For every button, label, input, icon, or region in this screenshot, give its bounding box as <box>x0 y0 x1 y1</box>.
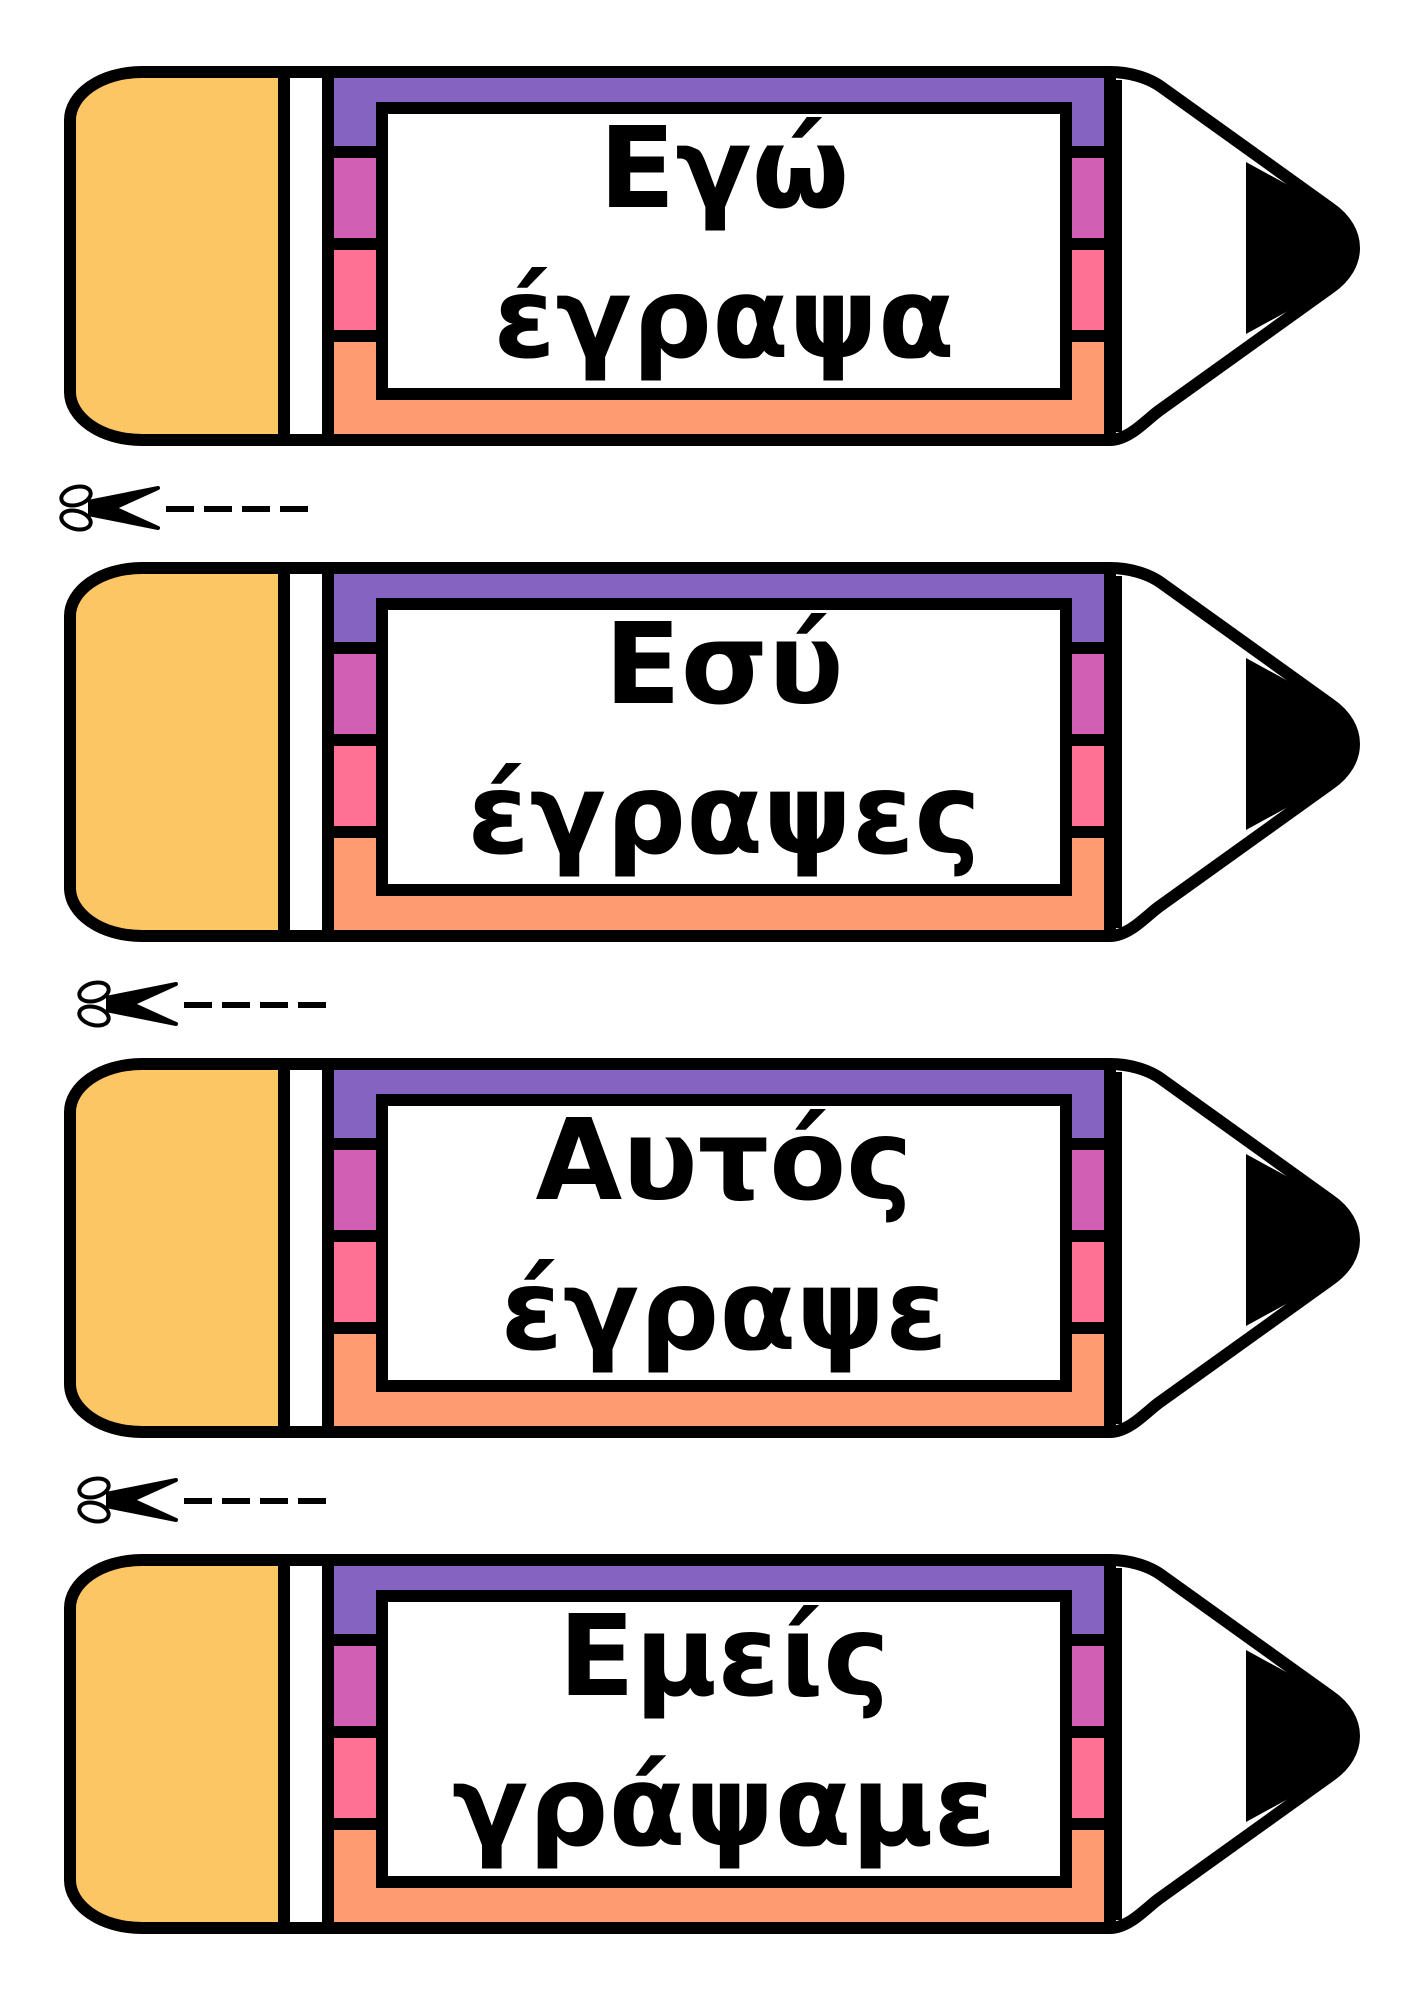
pencil-ferrule <box>278 1554 334 1934</box>
pencil-ferrule <box>278 66 334 446</box>
label-line-1: Εγώ <box>598 104 850 234</box>
label-line-2: έγραψες <box>467 750 981 880</box>
cut-line-2 <box>76 974 356 1034</box>
pencil-shape <box>64 561 1360 943</box>
pencil-label: Εγώ έγραψα <box>388 104 1060 394</box>
pencil-shape <box>64 1057 1360 1439</box>
pencil-card-3: Αυτός έγραψε <box>0 1052 1414 1444</box>
pencil-tip-lead <box>1246 1650 1354 1822</box>
pencil-shape <box>64 65 1360 447</box>
pencil-card-2: Εσύ έγραψες <box>0 556 1414 948</box>
pencil-card-4: Εμείς γράψαμε <box>0 1548 1414 1940</box>
scissors-icon <box>59 484 308 532</box>
label-background <box>376 598 1072 896</box>
label-line-1: Εσύ <box>604 600 844 730</box>
cut-line-3 <box>76 1470 356 1530</box>
pencil-eraser <box>64 562 290 942</box>
pencil-card-1: Εγώ έγραψα <box>0 60 1414 452</box>
pencil-tip-lead <box>1246 162 1354 334</box>
pencil-tip-lead <box>1246 1154 1354 1326</box>
label-background <box>376 1094 1072 1392</box>
pencil-ferrule <box>278 562 334 942</box>
pencil-shape <box>64 1553 1360 1935</box>
label-line-2: έγραψε <box>500 1246 948 1376</box>
pencil-label: Αυτός έγραψε <box>388 1096 1060 1386</box>
pencil-ferrule <box>278 1058 334 1438</box>
label-line-1: Εμείς <box>558 1592 890 1722</box>
scissors-icon <box>77 1476 326 1524</box>
label-line-1: Αυτός <box>535 1096 913 1226</box>
pencil-eraser <box>64 66 290 446</box>
label-line-2: έγραψα <box>493 254 955 384</box>
pencil-label: Εσύ έγραψες <box>388 600 1060 890</box>
pencil-tip-lead <box>1246 658 1354 830</box>
pencil-label: Εμείς γράψαμε <box>388 1592 1060 1882</box>
cut-line-1 <box>58 478 338 538</box>
label-background <box>376 1590 1072 1888</box>
pencil-eraser <box>64 1058 290 1438</box>
scissors-icon <box>77 980 326 1028</box>
label-line-2: γράψαμε <box>451 1742 997 1872</box>
label-background <box>376 102 1072 400</box>
pencil-eraser <box>64 1554 290 1934</box>
